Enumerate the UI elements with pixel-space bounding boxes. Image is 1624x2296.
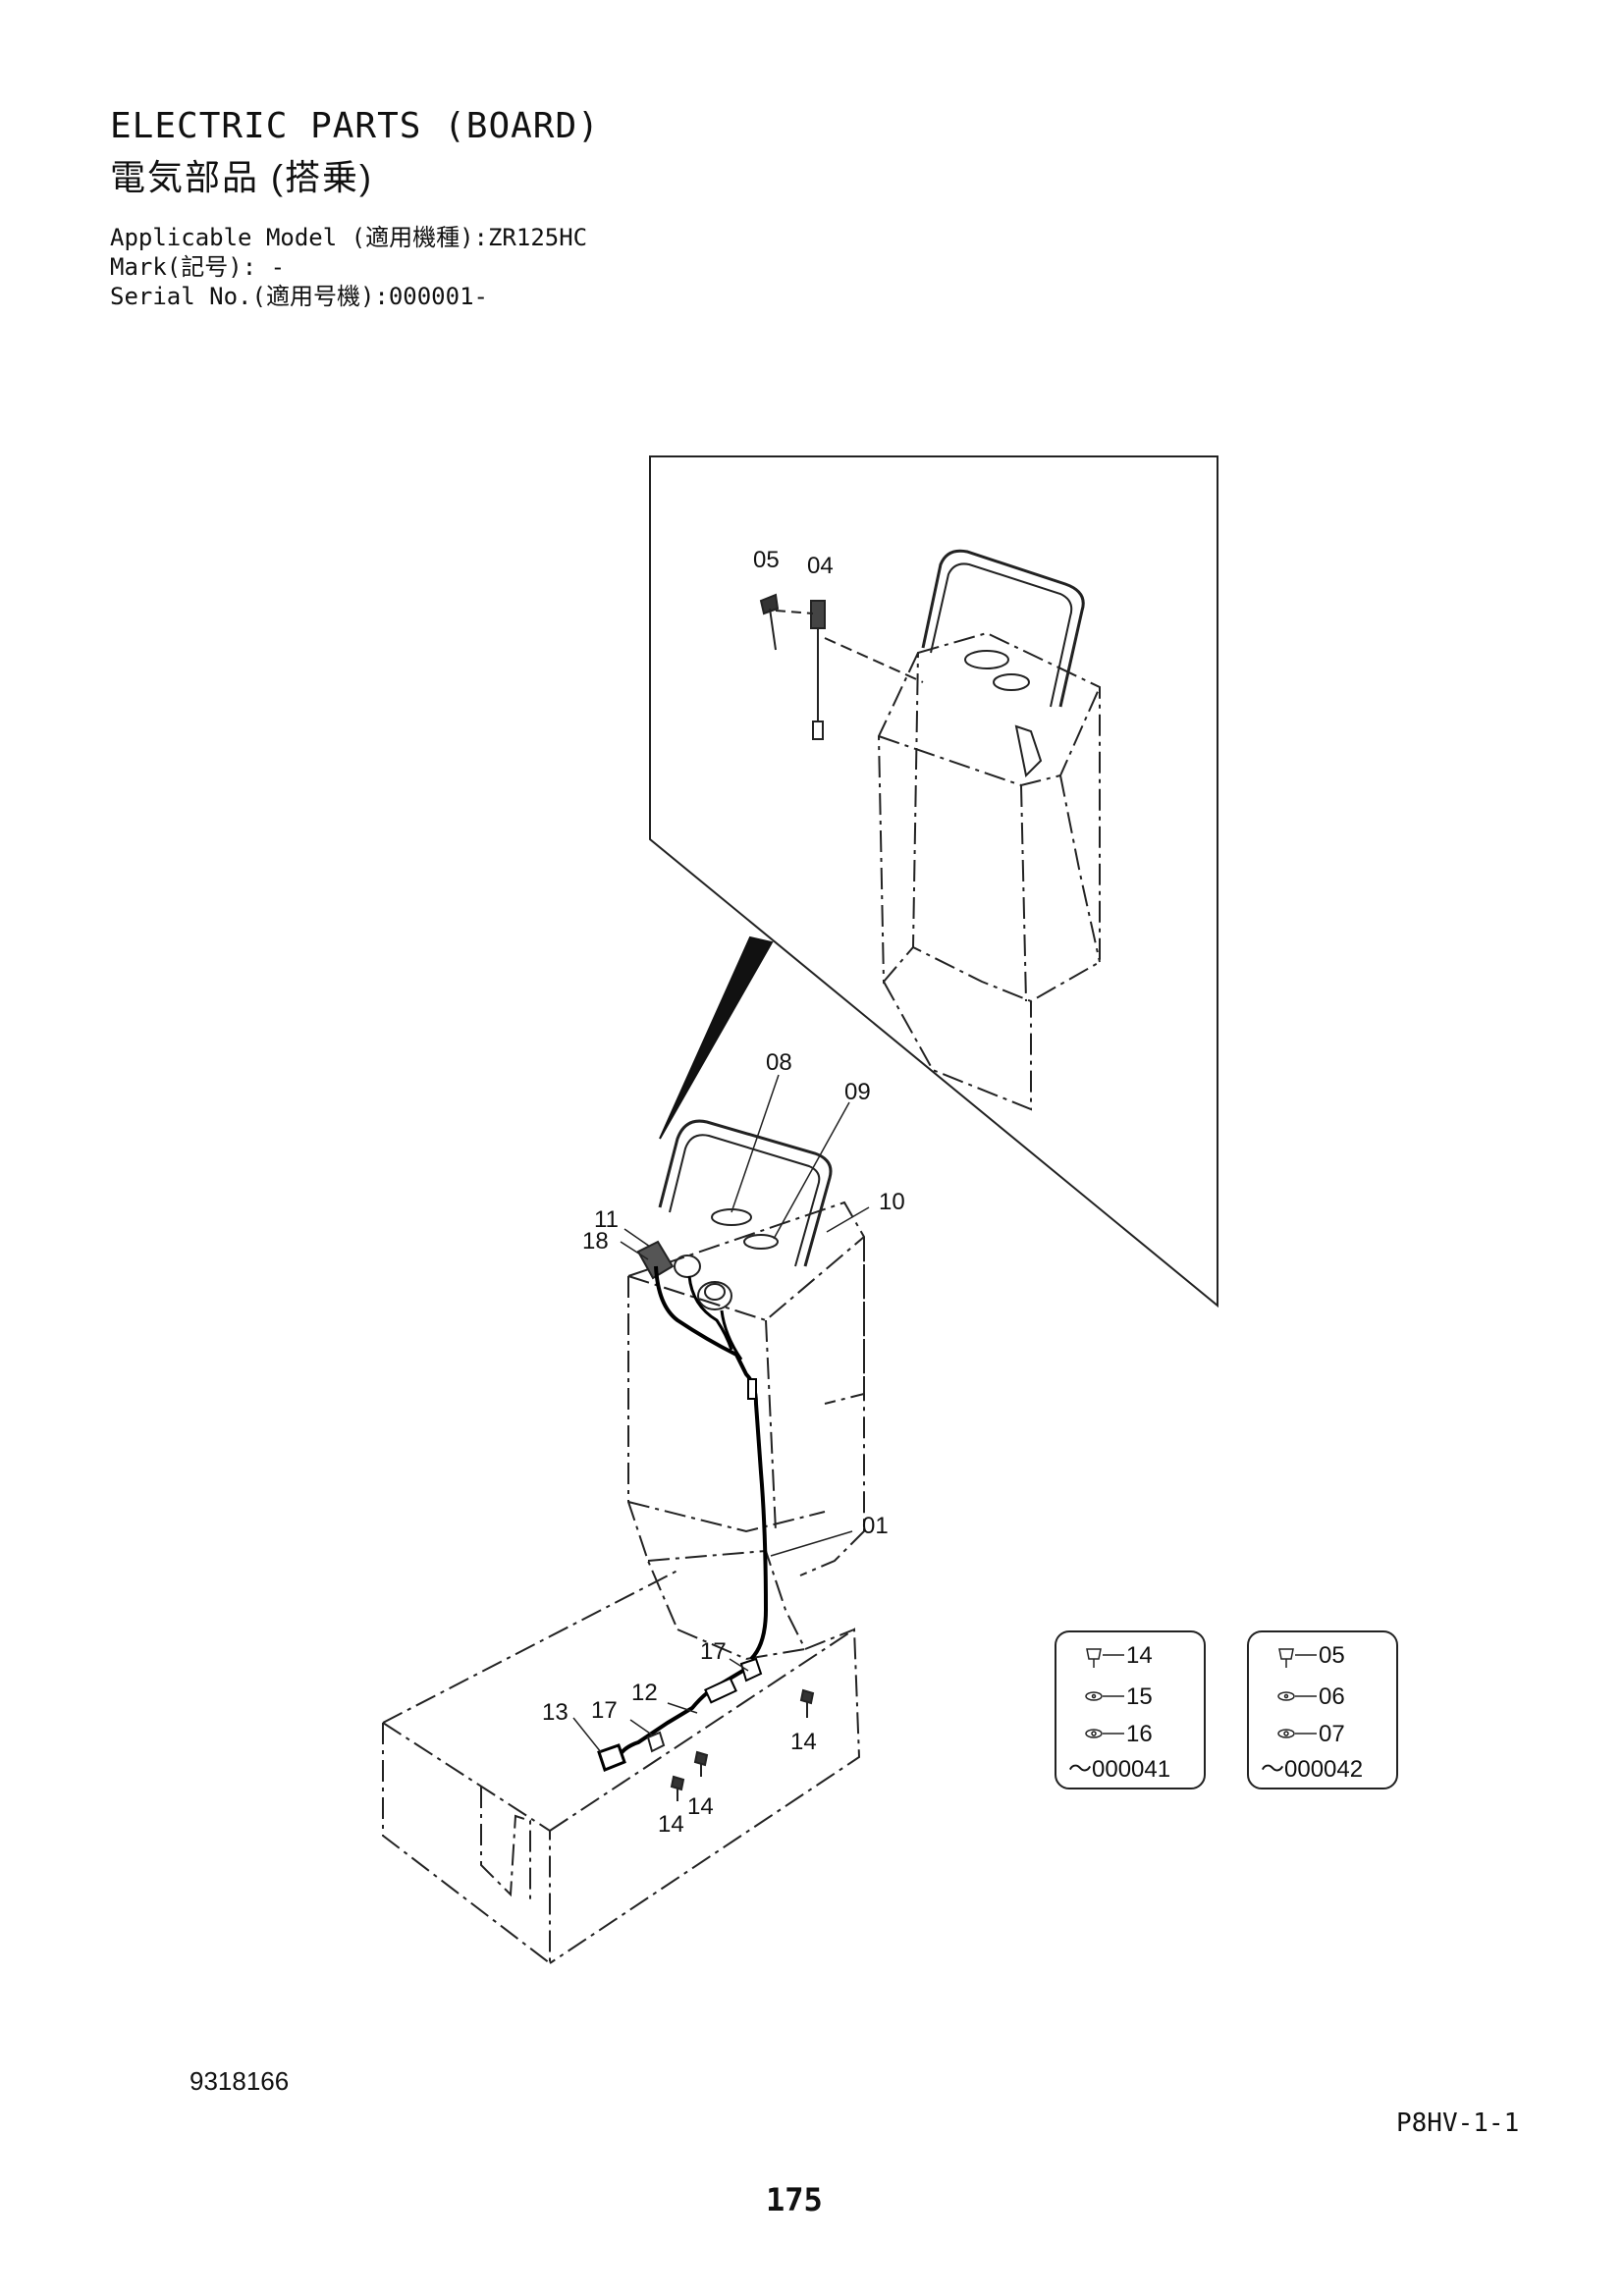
title-english: ELECTRIC PARTS (BOARD) <box>110 106 600 146</box>
callout-08: 08 <box>766 1049 792 1076</box>
legend-1-item-2: 15 <box>1126 1683 1153 1710</box>
callout-14-mid: 14 <box>687 1793 714 1820</box>
callout-09: 09 <box>844 1079 871 1105</box>
legend-2-item-3: 07 <box>1319 1721 1345 1747</box>
switch-assembly <box>636 1240 732 1310</box>
serial-number: Serial No.(適用号機):000001- <box>110 283 488 310</box>
callout-14-right: 14 <box>790 1729 817 1755</box>
callout-17-lower: 17 <box>591 1697 618 1724</box>
legend-box-1: 14 15 16 ～000041 <box>1055 1630 1206 1789</box>
main-seat-box <box>627 1201 865 1661</box>
base-floor-plate <box>382 1570 861 1964</box>
callout-leaders <box>572 1074 870 1753</box>
callout-12: 12 <box>631 1680 658 1706</box>
inset-handle-bar <box>921 549 1085 708</box>
inset-switch-recess <box>964 650 1009 669</box>
callout-18: 18 <box>582 1228 609 1255</box>
legend-2-serial-range: ～000042 <box>1261 1756 1363 1783</box>
mark: Mark(記号): - <box>110 253 286 281</box>
page-number: 175 <box>766 2181 823 2218</box>
callout-14-left: 14 <box>658 1811 684 1838</box>
legend-1-serial-range: ～000041 <box>1068 1756 1170 1783</box>
callout-04: 04 <box>807 553 834 579</box>
callout-13: 13 <box>542 1699 568 1726</box>
legend-2-item-2: 06 <box>1319 1683 1345 1710</box>
applicable-model: Applicable Model (適用機種):ZR125HC <box>110 224 588 251</box>
inset-switch-part <box>759 593 924 740</box>
legend-2-item-1: 05 <box>1319 1642 1345 1669</box>
drawing-number: 9318166 <box>189 2066 290 2096</box>
callout-11: 11 <box>594 1206 619 1233</box>
title-japanese: 電気部品 (搭乗) <box>110 157 373 197</box>
screw-14 <box>670 1688 815 1801</box>
callout-01: 01 <box>862 1513 889 1539</box>
legend-1-item-1: 14 <box>1126 1642 1153 1669</box>
callout-10: 10 <box>879 1189 905 1215</box>
page-code: P8HV-1-1 <box>1396 2109 1520 2138</box>
legend-1-item-3: 16 <box>1126 1721 1153 1747</box>
callout-17-upper: 17 <box>700 1638 727 1665</box>
main-handle-bar <box>658 1119 833 1267</box>
detail-leader-cone <box>659 935 774 1140</box>
legend-box-2: 05 06 07 ～000042 <box>1247 1630 1398 1789</box>
inset-seat-box <box>877 631 1101 1111</box>
detail-inset-frame <box>649 455 1218 1308</box>
callout-05: 05 <box>753 547 780 573</box>
wire-harness <box>654 1265 769 1661</box>
